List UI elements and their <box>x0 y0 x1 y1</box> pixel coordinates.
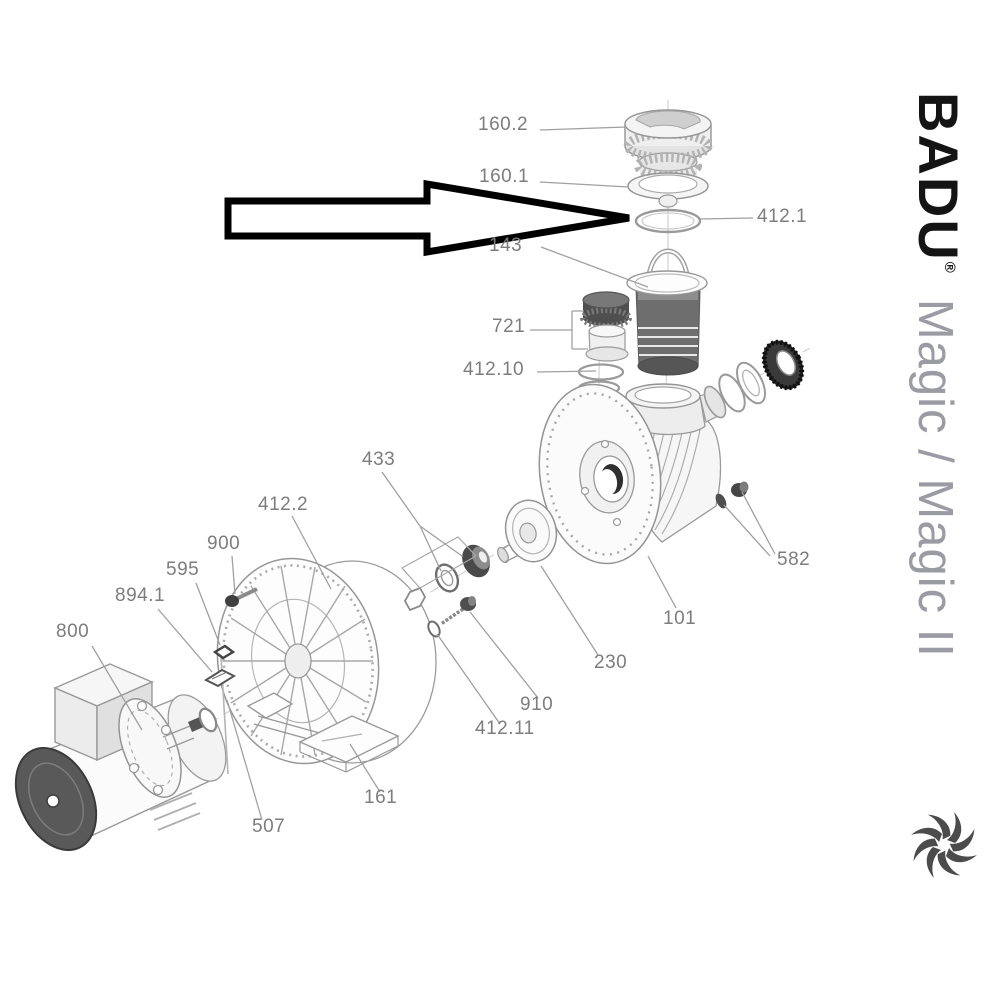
leader-lines <box>91 126 776 821</box>
pinwheel-impeller-logo-icon <box>911 812 977 878</box>
brand-text: BADU® Magic / Magic II <box>894 92 978 658</box>
part-label-412-11: 412.11 <box>475 718 535 739</box>
part-label-894-1: 894.1 <box>115 585 166 606</box>
part-label-230: 230 <box>594 652 628 673</box>
part-label-412-10: 412.10 <box>463 359 525 380</box>
brand-model-name: Magic / Magic II <box>908 298 962 658</box>
part-small-hardware <box>203 587 258 688</box>
part-bolt-washer <box>427 596 476 638</box>
part-label-143: 143 <box>489 235 523 256</box>
part-label-101: 101 <box>663 608 697 629</box>
part-lock-ring <box>627 152 709 208</box>
part-pump-housing <box>538 383 723 565</box>
brand-name: BADU <box>907 92 970 262</box>
part-union-set <box>703 339 805 419</box>
part-base-foot <box>298 715 400 773</box>
part-label-582: 582 <box>777 549 811 570</box>
part-strainer-basket <box>626 248 708 376</box>
part-lid <box>623 109 713 163</box>
part-oring-lid <box>634 208 702 234</box>
part-label-910: 910 <box>520 694 554 715</box>
part-bracket <box>216 557 437 765</box>
part-label-800: 800 <box>56 621 90 642</box>
part-label-721: 721 <box>492 316 526 337</box>
part-label-595: 595 <box>166 559 200 580</box>
part-drain-plug <box>580 291 632 362</box>
part-label-507: 507 <box>252 816 286 837</box>
part-mechanical-seal <box>401 536 490 612</box>
part-label-160-1: 160.1 <box>479 166 530 187</box>
part-label-412-2: 412.2 <box>258 494 309 515</box>
part-label-900: 900 <box>207 533 241 554</box>
part-label-412-1: 412.1 <box>757 206 808 227</box>
registered-mark: ® <box>941 261 958 273</box>
part-label-161: 161 <box>364 787 398 808</box>
part-label-160-2: 160.2 <box>478 114 529 135</box>
highlight-arrow <box>224 179 630 257</box>
part-impeller <box>496 499 558 564</box>
part-motor <box>14 663 227 852</box>
part-label-433: 433 <box>362 449 396 470</box>
